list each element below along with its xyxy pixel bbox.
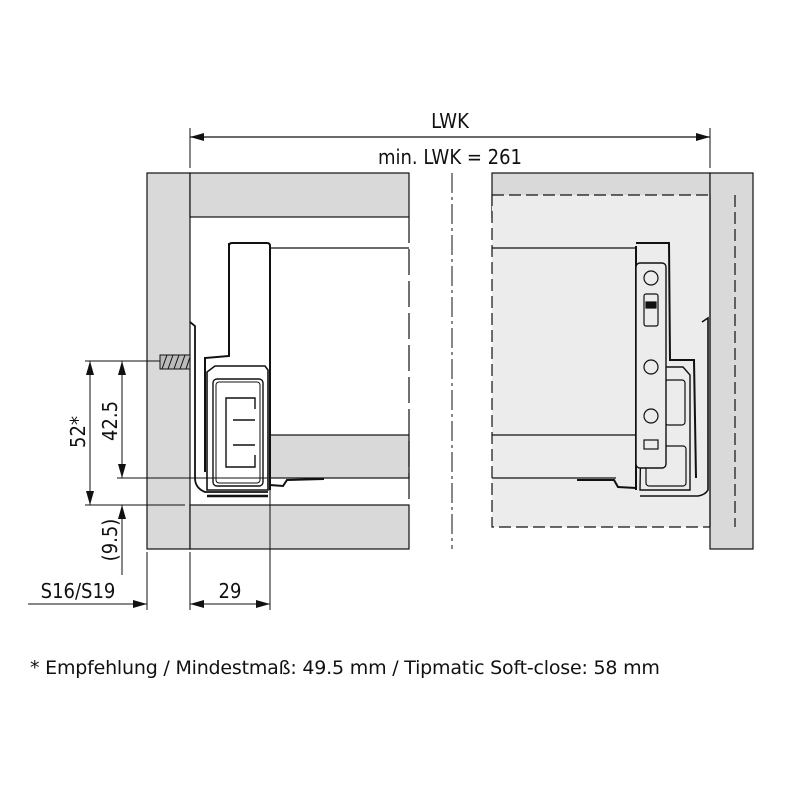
screw-icon — [159, 354, 191, 370]
height-dimensions — [85, 360, 268, 575]
right-cabinet — [491, 172, 754, 550]
height-total-label: 52* — [66, 416, 90, 448]
left-top-panel — [189, 172, 410, 218]
height-runner-label: 42.5 — [98, 401, 122, 441]
side-thickness-label: S16/S19 — [41, 579, 116, 603]
left-bottom-panel — [189, 504, 410, 550]
lwk-label: LWK — [431, 109, 470, 133]
left-cabinet — [146, 172, 410, 550]
footnote: * Empfehlung / Mindestmaß: 49.5 mm / Tip… — [30, 657, 660, 679]
right-drawer-outline — [491, 194, 736, 528]
right-cabinet-wall — [709, 172, 754, 550]
width-dimensions — [28, 490, 271, 610]
min-lwk-label: min. LWK = 261 — [378, 145, 522, 169]
left-drawer-bottom — [269, 434, 410, 479]
runner-width-label: 29 — [219, 579, 242, 603]
bottom-offset-label: (9.5) — [98, 519, 122, 562]
lwk-dimension: LWK min. LWK = 261 — [189, 109, 711, 169]
